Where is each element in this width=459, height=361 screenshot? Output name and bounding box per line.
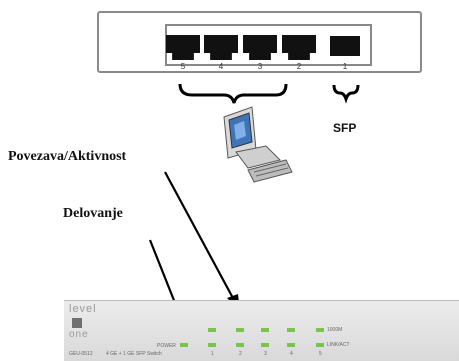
logo-icon [72,318,82,328]
speed-led-3 [261,328,269,332]
port-number: 4 [218,62,224,71]
port-number: 1 [342,62,348,71]
front-port-number: 1 [211,351,214,357]
port-number: 3 [257,62,263,71]
sfp-bracket [332,84,360,104]
link-legend-led [316,343,324,347]
logo-text-bottom: one [69,329,89,340]
operation-label: Delovanje [63,206,123,221]
link-led-3 [261,343,269,347]
front-port-number: 4 [290,351,293,357]
front-port-number: 5 [319,351,322,357]
link-label: LINK/ACT [327,342,350,348]
front-port-number: 2 [239,351,242,357]
logo-text-top: level [69,303,97,315]
power-led [180,343,188,347]
computer-icon [223,106,293,183]
model-description: 4 GE + 1 GE SFP Switch [106,351,162,357]
ethernet-ports-bracket [178,83,288,104]
model-label: GEU-0512 [69,351,93,357]
speed-led-4 [287,328,295,332]
speed-legend-led [316,328,324,332]
speed-label: 1000M [327,327,343,333]
sfp-label: SFP [333,121,357,135]
power-label: POWER [157,343,176,349]
port-number: 2 [296,62,302,71]
sfp-port-1 [330,36,360,56]
front-port-number: 3 [264,351,267,357]
link-led-2 [236,343,244,347]
speed-led-2 [236,328,244,332]
switch-front-panel: level one GEU-0512 4 GE + 1 GE SFP Switc… [64,300,459,361]
link-led-1 [208,343,216,347]
link-activity-arrow [164,171,240,311]
link-activity-label: Povezava/Aktivnost [8,149,127,164]
port-number: 5 [180,62,186,71]
speed-led-1 [208,328,216,332]
link-led-4 [287,343,295,347]
